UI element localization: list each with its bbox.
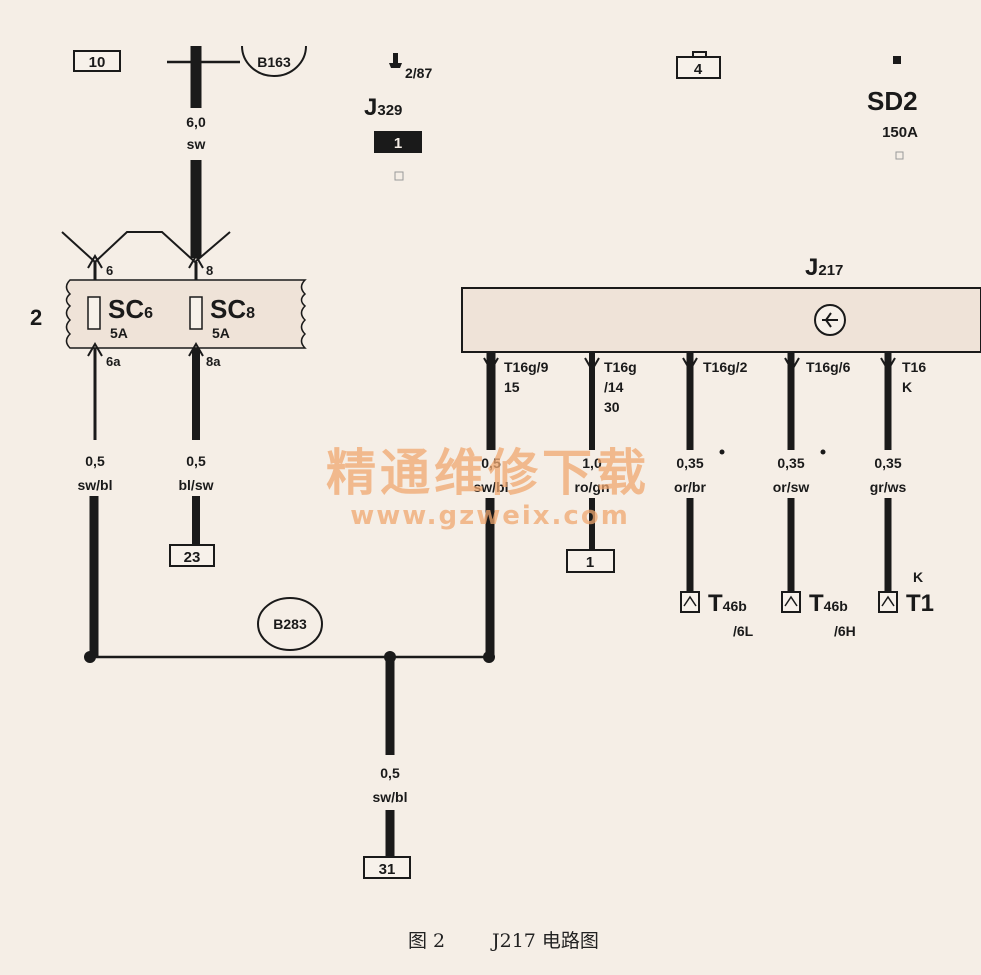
wire-5-color: or/br	[674, 479, 706, 495]
sc6-in-arrow-icon	[87, 254, 103, 269]
fuse-sc8-rating: 5A	[212, 325, 230, 341]
pin-t16g9-label: T16g/9	[504, 359, 549, 375]
fuse-block-panel	[65, 279, 307, 349]
wire-6-size: 0,35	[777, 455, 804, 471]
connector-t1-mark: K	[913, 569, 923, 585]
connector-t46b-6h-icon	[781, 591, 801, 613]
module-j217-body	[461, 287, 981, 353]
connector-t46b-6h-pin: /6H	[834, 623, 856, 639]
terminal-label-4: 4	[694, 61, 703, 78]
terminal-box-31	[363, 856, 411, 879]
main-wire-color: sw	[187, 136, 206, 152]
connector-t46b-6l-pin: /6L	[733, 623, 754, 639]
main-wire-size: 6,0	[186, 114, 206, 130]
module-j217-label: J217	[805, 254, 843, 281]
connector-t46b-6l-icon	[680, 591, 700, 613]
terminal-box-23	[169, 544, 215, 567]
pin-t16g9-sub: 15	[504, 379, 520, 395]
terminal-label-31: 31	[379, 861, 396, 878]
fuse-sd2-rating: 150A	[882, 124, 918, 141]
pin-t16g6-label: T16g/6	[806, 359, 851, 375]
connector-label-b163: B163	[257, 54, 291, 70]
pin-t16k-label: T16	[902, 359, 926, 375]
wire-2-size: 0,5	[186, 453, 206, 469]
connector-b283-circle	[257, 597, 323, 651]
ground-wire-size: 0,5	[380, 765, 400, 781]
fuse-row-label: 2	[30, 305, 42, 330]
figure-number: 图 2	[408, 930, 445, 952]
fuse-sd2-label: SD2	[867, 86, 918, 116]
figure-title: J217 电路图	[490, 930, 599, 952]
wire-7-size: 0,35	[874, 455, 901, 471]
terminal-label-10: 10	[89, 54, 106, 71]
relay-pin-label: 2/87	[405, 65, 432, 81]
wire-2-color: bl/sw	[178, 477, 213, 493]
relay-terminal-dark-box	[374, 131, 422, 153]
terminal-box-1	[566, 549, 615, 573]
terminal-4-tab	[692, 51, 707, 57]
fuse-sc6-rating: 5A	[110, 325, 128, 341]
junction-right	[483, 651, 495, 663]
connector-arc-b163	[241, 45, 307, 77]
sc6-out-pin: 6a	[106, 354, 121, 369]
fuse-sc6-element	[87, 296, 101, 330]
ground-wire-color: sw/bl	[372, 789, 407, 805]
wire-3-color: sw/bl	[473, 479, 508, 495]
pin-t16g14-sub2: 30	[604, 399, 620, 415]
terminal-box-10	[73, 50, 121, 72]
sc8-out-arrow-icon	[188, 342, 204, 357]
connector-t46b-6h-label: T46b	[809, 590, 848, 617]
terminal-label-1: 1	[586, 554, 594, 571]
terminal-label-23: 23	[184, 549, 201, 566]
pin-t16g2-label: T16g/2	[703, 359, 748, 375]
pin-t16g14-sub: /14	[604, 379, 624, 395]
wire-4-size: 1,0	[582, 455, 602, 471]
connector-t1-icon	[878, 591, 898, 613]
wire-5-dot	[719, 449, 725, 455]
wire-1-size: 0,5	[85, 453, 105, 469]
sc8-in-pin: 8	[206, 263, 213, 278]
sd2-marker	[893, 56, 901, 64]
fuse-feed-lines	[61, 231, 231, 264]
fuse-sc8-element	[189, 296, 203, 330]
wire-6-color: or/sw	[773, 479, 810, 495]
wire-6-dot	[820, 449, 826, 455]
terminal-box-4	[676, 56, 721, 79]
connector-t1-label: T1	[906, 590, 934, 617]
sc6-out-arrow-icon	[87, 342, 103, 357]
sc8-out-pin: 8a	[206, 354, 221, 369]
control-unit-icon	[814, 304, 846, 336]
pin-t16k-sub: K	[902, 379, 912, 395]
wire-7-color: gr/ws	[870, 479, 907, 495]
ref-mark	[394, 171, 404, 181]
watermark-cn: 精通维修下载	[326, 444, 650, 502]
connector-b283-label: B283	[273, 616, 307, 632]
wire-5-size: 0,35	[676, 455, 703, 471]
wire-3-size: 0,5	[481, 455, 501, 471]
sc6-in-pin: 6	[106, 263, 113, 278]
wire-1-color: sw/bl	[77, 477, 112, 493]
watermark-url: www.gzweix.com	[350, 501, 630, 531]
relay-pin-icon	[389, 53, 402, 68]
sc8-in-arrow-icon	[188, 254, 204, 269]
relay-j329-label: J329	[364, 94, 402, 121]
junction-left	[84, 651, 96, 663]
wire-4-color: ro/gn	[575, 479, 610, 495]
ref-mark-2	[895, 151, 904, 160]
relay-terminal-label: 1	[394, 135, 402, 152]
connector-t46b-6l-label: T46b	[708, 590, 747, 617]
pin-t16g14-label: T16g	[604, 359, 637, 375]
